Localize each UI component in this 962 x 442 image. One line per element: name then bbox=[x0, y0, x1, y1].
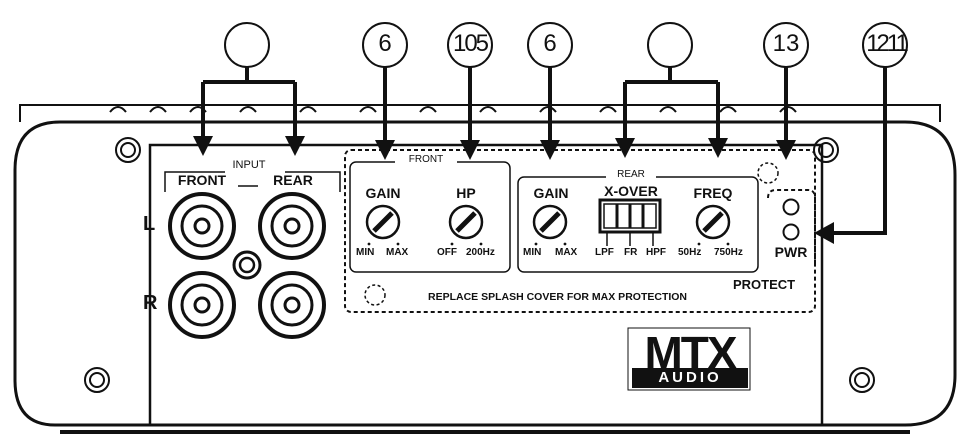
front-gain-label: GAIN bbox=[365, 185, 401, 201]
mtx-logo-audio: AUDIO bbox=[632, 368, 748, 388]
crossover-switch bbox=[598, 198, 662, 246]
front-hp-label: HP bbox=[456, 185, 476, 201]
pwr-label: PWR bbox=[774, 244, 808, 260]
rca-front-left bbox=[168, 192, 236, 260]
front-gain-max-label: MAX bbox=[386, 247, 409, 258]
heat-sink-fins bbox=[19, 104, 941, 122]
rear-gain-max-label: MAX bbox=[555, 247, 578, 258]
channel-right-label: R bbox=[143, 292, 158, 314]
rca-rear-right bbox=[258, 271, 326, 339]
screw-top-left bbox=[115, 137, 141, 163]
arrow-heads bbox=[193, 136, 834, 244]
callout-number-front-hp: 105 bbox=[452, 30, 489, 57]
xover-lpf-label: LPF bbox=[595, 247, 614, 258]
input-front-label: FRONT bbox=[177, 172, 227, 188]
front-section-label: FRONT bbox=[408, 154, 444, 165]
front-gain-min-label: MIN bbox=[356, 247, 375, 258]
input-section-label: INPUT bbox=[232, 159, 266, 171]
xover-fr-label: FR bbox=[624, 247, 638, 258]
front-hp-max-label: 200Hz bbox=[466, 247, 495, 258]
callout-number-pwr: 1211 bbox=[866, 30, 909, 57]
rear-gain-min-label: MIN bbox=[523, 247, 542, 258]
chassis-outline bbox=[13, 120, 957, 427]
mtx-logo-graphic bbox=[627, 327, 751, 391]
led-box bbox=[767, 189, 816, 266]
channel-left-label: L bbox=[143, 213, 156, 235]
rca-jacks bbox=[168, 192, 326, 339]
faceplate bbox=[148, 143, 824, 427]
freq-min-label: 50Hz bbox=[678, 247, 702, 258]
rca-front-right bbox=[168, 271, 236, 339]
rca-rear-left bbox=[258, 192, 326, 260]
pwr-led bbox=[782, 223, 800, 241]
callout-number-front-gain: 6 bbox=[378, 30, 392, 57]
rear-gain-label: GAIN bbox=[533, 185, 569, 201]
screw-bottom-right bbox=[849, 367, 875, 393]
input-bracket bbox=[164, 171, 341, 192]
freq-max-label: 750Hz bbox=[714, 247, 743, 258]
splash-cover bbox=[344, 149, 816, 313]
splash-cover-screw-top bbox=[757, 162, 779, 184]
corner-screws bbox=[84, 137, 875, 393]
rear-gain-knob bbox=[532, 204, 568, 240]
callout-circle-input bbox=[224, 22, 270, 68]
xover-hpf-label: HPF bbox=[646, 247, 666, 258]
splash-cover-screw-bottom bbox=[364, 284, 386, 306]
front-hp-knob bbox=[448, 204, 484, 240]
knobs bbox=[365, 204, 731, 240]
ground-screw bbox=[232, 250, 262, 280]
front-hp-off-label: OFF bbox=[437, 247, 457, 258]
leader-lines bbox=[201, 67, 887, 235]
freq-knob bbox=[695, 204, 731, 240]
callout-number-protect: 13 bbox=[772, 30, 800, 57]
freq-label: FREQ bbox=[693, 185, 733, 201]
input-rear-label: REAR bbox=[273, 172, 313, 188]
callout-number-rear-gain: 6 bbox=[543, 30, 557, 57]
screw-bottom-left bbox=[84, 367, 110, 393]
xover-label: X-OVER bbox=[604, 183, 658, 199]
knob-range-dots bbox=[367, 242, 730, 246]
protect-led bbox=[782, 198, 800, 216]
protect-label: PROTECT bbox=[733, 277, 796, 292]
callout-circle-crossover bbox=[647, 22, 693, 68]
screw-top-right bbox=[813, 137, 839, 163]
rear-section-label: REAR bbox=[617, 169, 645, 180]
splash-cover-note: REPLACE SPLASH COVER FOR MAX PROTECTION bbox=[428, 291, 688, 303]
front-gain-knob bbox=[365, 204, 401, 240]
